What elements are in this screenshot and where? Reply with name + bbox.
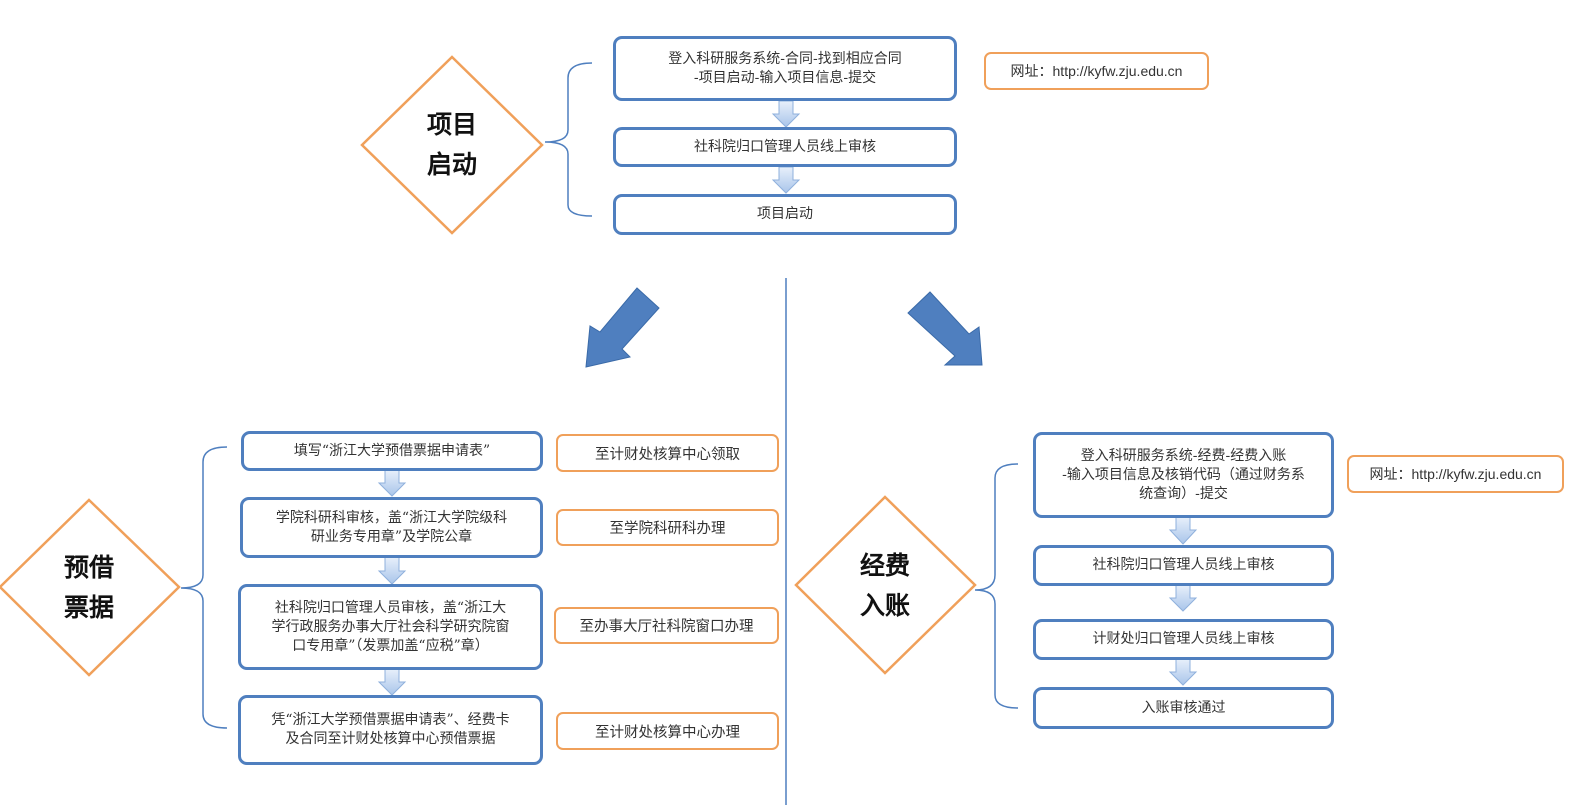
step-arrow-icon: [377, 469, 407, 497]
step-text: 社科院归口管理人员线上审核: [694, 138, 876, 155]
project-start-step-3: 项目启动: [613, 194, 957, 235]
arrow-down-right-icon: [907, 291, 983, 366]
advance-invoice-note-3: 至办事大厅社科院窗口办理: [554, 607, 779, 644]
step-text: 研业务专用章”及学院公章: [310, 528, 473, 545]
diamond-funds-entry: [794, 495, 977, 675]
step-arrow-icon: [771, 100, 801, 128]
advance-invoice-note-4: 至计财处核算中心办理: [556, 712, 779, 750]
project-start-title: 项目 启动: [392, 105, 512, 185]
brace-advance-invoice: [180, 446, 228, 729]
advance-invoice-note-1: 至计财处核算中心领取: [556, 434, 779, 472]
step-arrow-icon: [1168, 516, 1198, 545]
project-start-step-1: 登入科研服务系统-合同-找到相应合同 -项目启动-输入项目信息-提交: [613, 36, 957, 101]
advance-invoice-step-2: 学院科研科审核，盖“浙江大学院级科 研业务专用章”及学院公章: [240, 497, 543, 558]
note-text: 至计财处核算中心领取: [595, 446, 740, 463]
step-arrow-icon: [377, 556, 407, 585]
funds-entry-url-note: 网址：http://kyfw.zju.edu.cn: [1347, 455, 1564, 493]
title-line: 经费: [859, 551, 910, 580]
step-text: 计财处归口管理人员线上审核: [1092, 631, 1275, 647]
title-line: 预借: [63, 553, 114, 582]
step-text: 及合同至计财处核算中心预借票据: [285, 731, 496, 747]
url-text: 网址：http://kyfw.zju.edu.cn: [1369, 466, 1542, 482]
step-arrow-icon: [1168, 584, 1198, 612]
step-text: 口专用章”（发票加盖“应税”章）: [292, 637, 489, 654]
advance-invoice-note-2: 至学院科研科办理: [556, 509, 779, 546]
step-text: 填写“浙江大学预借票据申请表”: [293, 442, 491, 459]
diamond-project-start: [360, 55, 544, 235]
url-text: 网址：http://kyfw.zju.edu.cn: [1010, 63, 1183, 79]
step-arrow-icon: [771, 166, 801, 194]
step-text: 登入科研服务系统-合同-找到相应合同: [668, 50, 902, 67]
step-text: 项目启动: [757, 206, 813, 222]
project-start-step-2: 社科院归口管理人员线上审核: [613, 127, 957, 167]
title-line: 票据: [63, 593, 114, 622]
project-start-url-note: 网址：http://kyfw.zju.edu.cn: [984, 52, 1209, 90]
step-text: -项目启动-输入项目信息-提交: [693, 69, 877, 86]
step-text: 入账审核通过: [1141, 699, 1226, 716]
arrow-down-left-icon: [585, 287, 660, 368]
step-arrow-icon: [377, 668, 407, 696]
step-arrow-icon: [1168, 658, 1198, 686]
step-text: -输入项目信息及核销代码（通过财务系: [1062, 466, 1305, 483]
step-text: 登入科研服务系统-经费-经费入账: [1080, 447, 1287, 464]
funds-entry-step-3: 计财处归口管理人员线上审核: [1033, 619, 1334, 660]
advance-invoice-title: 预借 票据: [29, 548, 149, 628]
brace-project-start: [544, 62, 593, 217]
step-text: 统查询）-提交: [1139, 485, 1228, 502]
advance-invoice-step-3: 社科院归口管理人员审核，盖“浙江大 学行政服务办事大厅社会科学研究院窗 口专用章…: [238, 584, 543, 670]
title-line: 项目: [426, 110, 477, 139]
title-line: 启动: [426, 150, 477, 179]
step-text: 社科院归口管理人员审核，盖“浙江大: [274, 599, 507, 616]
step-text: 学行政服务办事大厅社会科学研究院窗: [271, 618, 510, 635]
advance-invoice-step-4: 凭“浙江大学预借票据申请表”、经费卡 及合同至计财处核算中心预借票据: [238, 695, 543, 765]
note-text: 至办事大厅社科院窗口办理: [579, 619, 754, 635]
diamond-advance-invoice: [0, 498, 181, 677]
funds-entry-step-1: 登入科研服务系统-经费-经费入账 -输入项目信息及核销代码（通过财务系 统查询）…: [1033, 432, 1334, 518]
funds-entry-step-4: 入账审核通过: [1033, 687, 1334, 729]
advance-invoice-step-1: 填写“浙江大学预借票据申请表”: [241, 431, 543, 471]
step-text: 社科院归口管理人员线上审核: [1092, 557, 1275, 573]
brace-funds-entry: [974, 463, 1019, 709]
funds-entry-step-2: 社科院归口管理人员线上审核: [1033, 545, 1334, 586]
funds-entry-title: 经费 入账: [825, 546, 945, 626]
note-text: 至学院科研科办理: [609, 521, 726, 537]
title-line: 入账: [859, 591, 910, 620]
note-text: 至计财处核算中心办理: [595, 724, 740, 741]
step-text: 凭“浙江大学预借票据申请表”、经费卡: [271, 712, 510, 728]
step-text: 学院科研科审核，盖“浙江大学院级科: [275, 509, 508, 526]
